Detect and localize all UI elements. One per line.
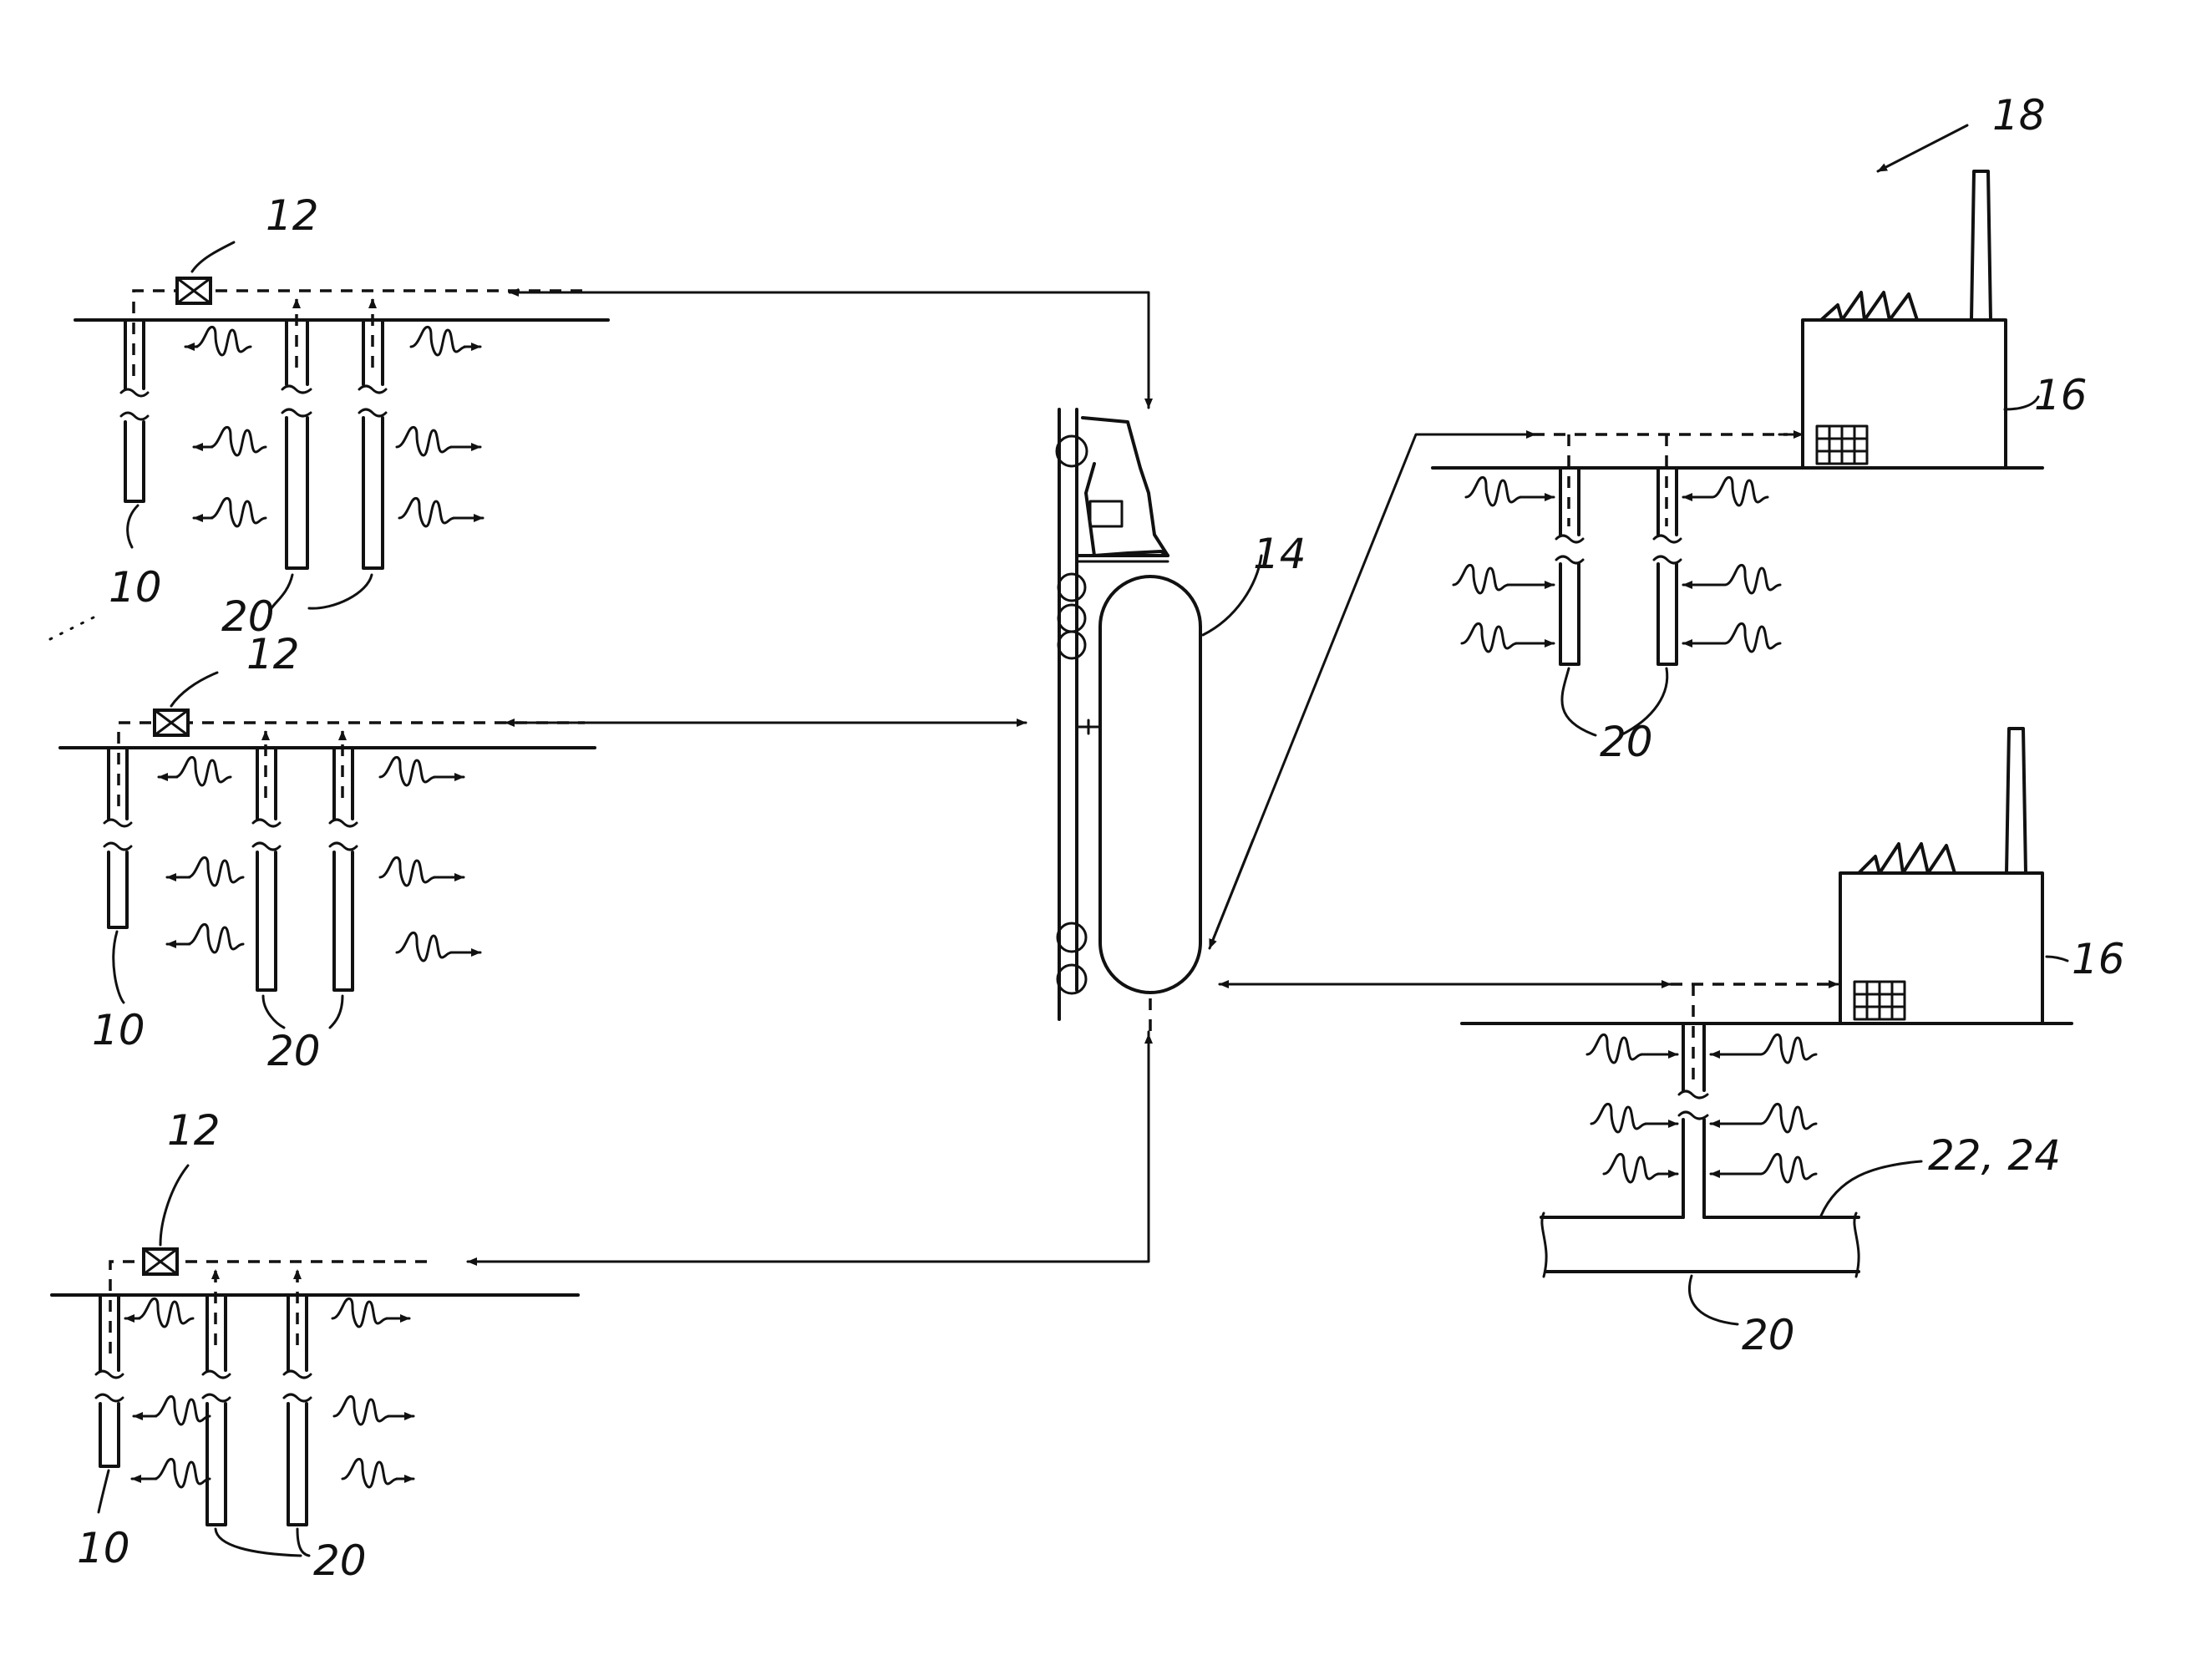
label-source-well-2: 10 xyxy=(92,1006,145,1054)
source-site-1: 10 20 12 xyxy=(50,191,608,641)
label-compressor-3: 12 xyxy=(167,1106,221,1155)
label-plant-2: 16 xyxy=(2072,935,2125,983)
system-reference: 18 xyxy=(1878,91,2046,171)
label-formation: 22, 24 xyxy=(1928,1131,2061,1180)
source-site-2: 10 20 12 xyxy=(60,630,595,1075)
label-injection-wells-2: 20 xyxy=(267,1027,321,1075)
label-tanker: 14 xyxy=(1253,530,1306,578)
label-plant-1: 16 xyxy=(2034,371,2088,419)
label-compressor-2: 12 xyxy=(246,630,300,678)
transport-connections xyxy=(468,292,1671,1262)
label-injection-wells-3: 20 xyxy=(313,1536,367,1585)
plant-site-1: 16 20 xyxy=(1433,171,2088,766)
label-injection-wells-4: 20 xyxy=(1600,718,1653,766)
label-system: 18 xyxy=(1992,91,2046,140)
plant-site-2: 16 22, 24 20 xyxy=(1462,729,2125,1359)
label-source-well-1: 10 xyxy=(109,563,162,612)
tanker-truck: 14 xyxy=(1057,409,1306,1032)
label-source-well-3: 10 xyxy=(77,1524,130,1572)
label-compressor-1: 12 xyxy=(266,191,319,240)
label-injection-wells-5: 20 xyxy=(1742,1311,1795,1359)
source-site-3: 10 20 12 xyxy=(52,1106,578,1585)
